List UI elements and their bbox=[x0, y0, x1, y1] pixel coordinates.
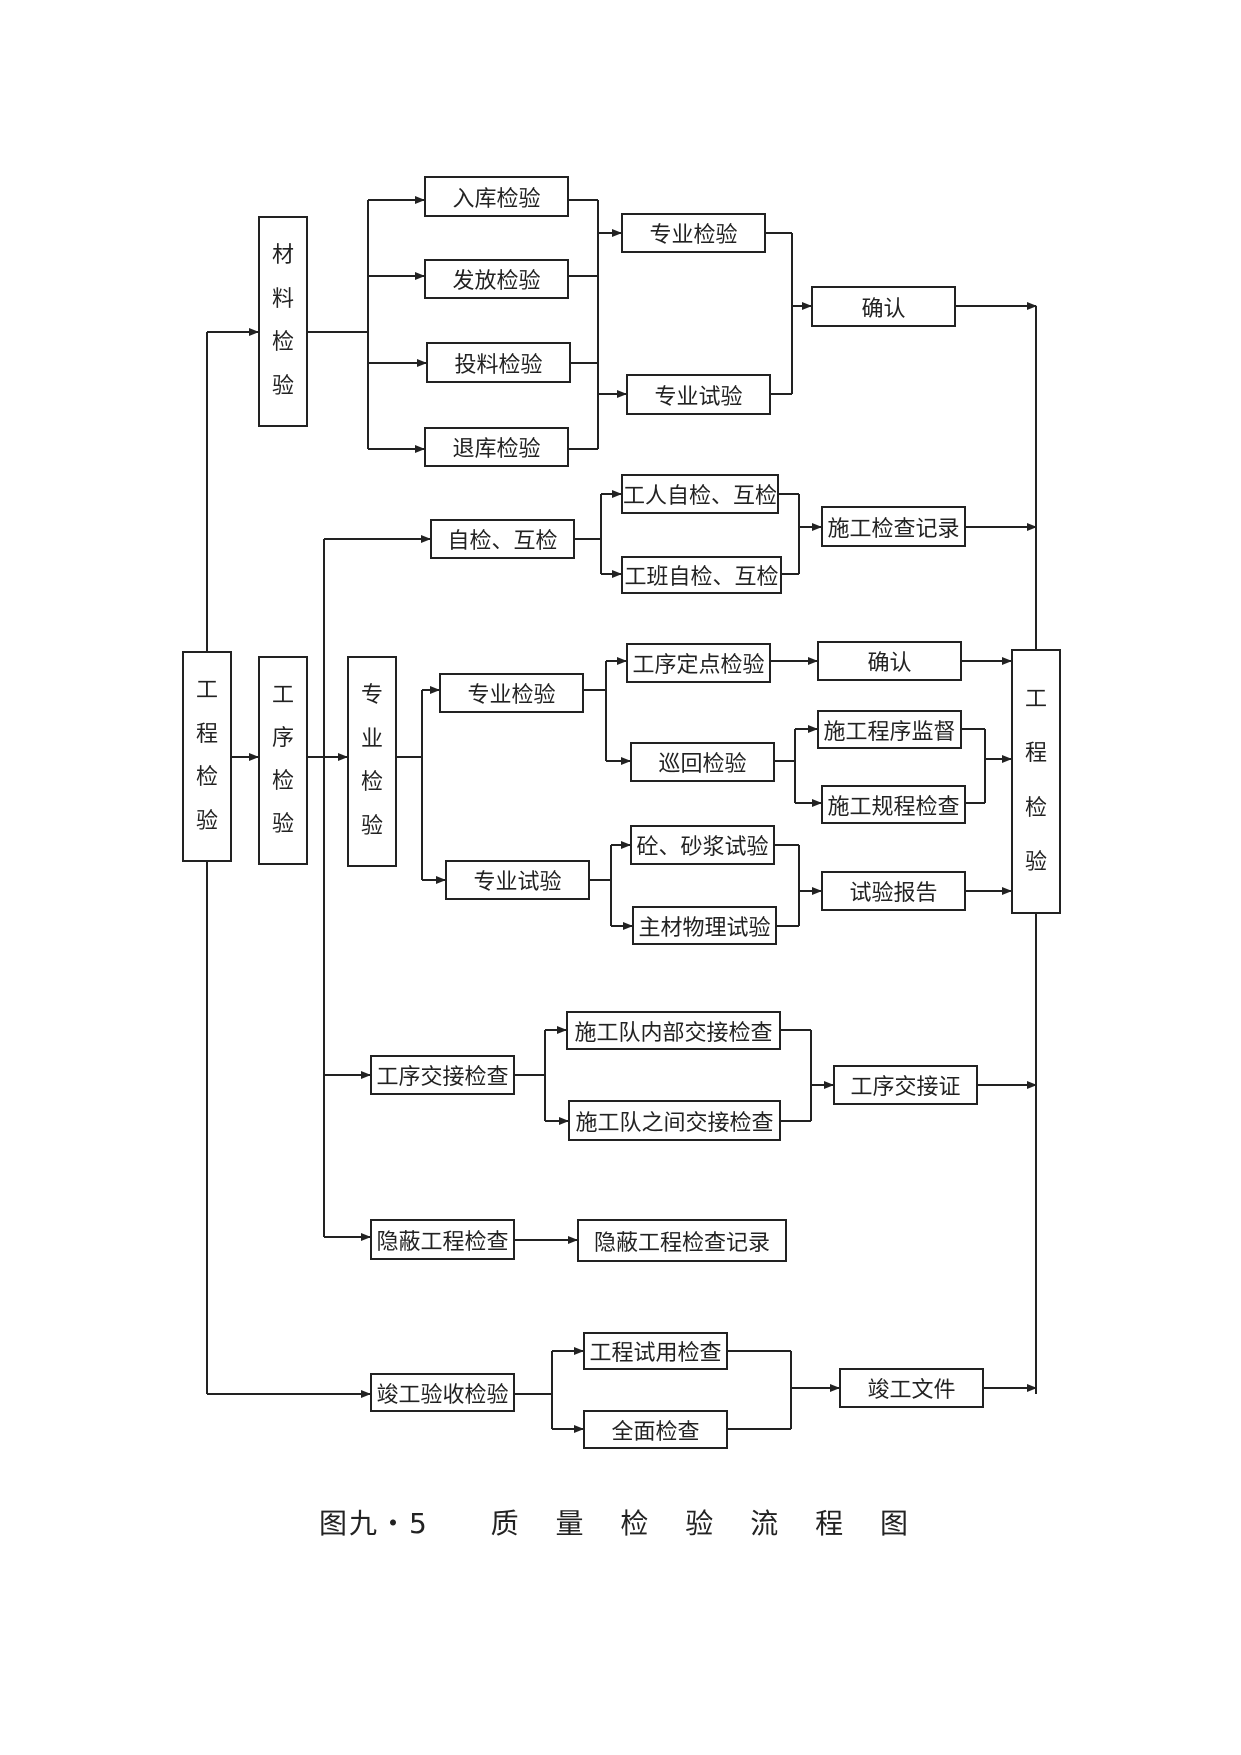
node-process: 工序检验 bbox=[258, 656, 308, 865]
node-char: 检 bbox=[271, 769, 294, 794]
node-team-between: 施工队之间交接检查 bbox=[568, 1100, 781, 1141]
node-team-self: 工班自检、互检 bbox=[621, 556, 782, 594]
node-patrol: 巡回检验 bbox=[630, 742, 775, 782]
node-prof-inspect: 专业检验 bbox=[439, 673, 584, 713]
node-construction-record: 施工检查记录 bbox=[821, 506, 966, 547]
node-concealed-record: 隐蔽工程检查记录 bbox=[577, 1219, 787, 1262]
figure-title: 质 量 检 验 流 程 图 bbox=[490, 1507, 923, 1540]
node-return: 退库检验 bbox=[424, 427, 569, 467]
node-char: 检 bbox=[1024, 795, 1047, 821]
node-mat-confirm: 确认 bbox=[811, 286, 956, 327]
node-issue: 发放检验 bbox=[424, 259, 569, 299]
node-fixed-point: 工序定点检验 bbox=[626, 643, 771, 683]
node-prof-test: 专业试验 bbox=[445, 860, 590, 900]
node-feed: 投料检验 bbox=[426, 342, 571, 383]
node-prof-confirm: 确认 bbox=[817, 641, 962, 681]
node-mat-prof-test: 专业试验 bbox=[626, 374, 771, 415]
node-handover-cert: 工序交接证 bbox=[833, 1065, 978, 1105]
node-test-report: 试验报告 bbox=[821, 871, 966, 911]
node-handover: 工序交接检查 bbox=[370, 1055, 515, 1095]
node-char: 检 bbox=[360, 770, 383, 796]
node-char: 验 bbox=[195, 808, 218, 834]
node-char: 验 bbox=[1024, 849, 1047, 875]
node-char: 序 bbox=[271, 726, 294, 751]
node-rule-check: 施工规程检查 bbox=[821, 785, 966, 824]
node-inbound: 入库检验 bbox=[424, 176, 569, 217]
node-char: 验 bbox=[360, 813, 383, 839]
node-root: 工程检验 bbox=[182, 651, 232, 862]
node-mat-prof-inspect: 专业检验 bbox=[621, 213, 766, 253]
node-worker-self: 工人自检、互检 bbox=[621, 474, 779, 514]
node-char: 材 bbox=[271, 243, 294, 269]
node-professional: 专业检验 bbox=[347, 656, 397, 867]
figure-number: 图九・5 bbox=[318, 1507, 429, 1540]
node-completion-docs: 竣工文件 bbox=[839, 1368, 984, 1408]
node-self-mutual: 自检、互检 bbox=[430, 519, 575, 559]
node-char: 工 bbox=[1024, 687, 1047, 713]
node-char: 业 bbox=[360, 726, 383, 752]
node-procedure-supervise: 施工程序监督 bbox=[817, 710, 962, 749]
node-char: 工 bbox=[195, 678, 218, 704]
node-main-material-test: 主材物理试验 bbox=[632, 906, 777, 945]
node-char: 料 bbox=[271, 286, 294, 312]
node-concealed: 隐蔽工程检查 bbox=[370, 1219, 515, 1260]
node-full-check: 全面检查 bbox=[583, 1410, 728, 1449]
node-char: 专 bbox=[360, 683, 383, 709]
node-trial-check: 工程试用检查 bbox=[583, 1332, 728, 1370]
node-char: 程 bbox=[1024, 741, 1047, 767]
node-char: 检 bbox=[195, 765, 218, 791]
node-final-right: 工程检验 bbox=[1011, 649, 1061, 914]
figure-caption: 图九・5 质 量 检 验 流 程 图 bbox=[0, 1502, 1241, 1542]
node-concrete-test: 砼、砂浆试验 bbox=[630, 825, 775, 865]
node-char: 检 bbox=[271, 330, 294, 356]
node-char: 程 bbox=[195, 721, 218, 747]
node-team-internal: 施工队内部交接检查 bbox=[566, 1011, 781, 1050]
node-completion: 竣工验收检验 bbox=[370, 1373, 515, 1412]
node-char: 工 bbox=[271, 683, 294, 708]
node-material: 材料检验 bbox=[258, 216, 308, 427]
node-char: 验 bbox=[271, 373, 294, 399]
node-char: 验 bbox=[271, 812, 294, 837]
